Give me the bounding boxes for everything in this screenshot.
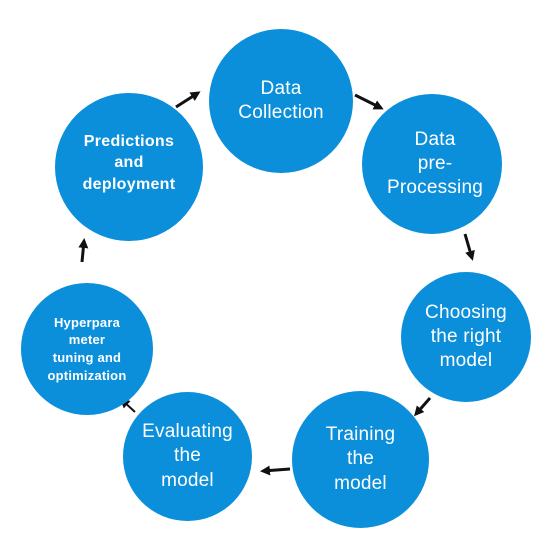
node-data-preprocessing: Data pre- Processing xyxy=(362,94,502,234)
arrow-hyperparameter-to-predictions xyxy=(78,238,89,263)
node-label-hyperparameter-tuning: Hyperpara meter tuning and optimization xyxy=(47,314,127,383)
node-label-training-model: Training the model xyxy=(325,424,396,494)
node-label-data-preprocessing: Data pre- Processing xyxy=(387,128,483,199)
arrow-collection-to-preprocessing xyxy=(354,93,384,110)
node-choosing-model: Choosing the right model xyxy=(401,272,531,402)
node-label-evaluating-model: Evaluating the model xyxy=(142,421,233,491)
arrow-preprocessing-to-choosing xyxy=(463,233,475,261)
node-hyperparameter-tuning: Hyperpara meter tuning and optimization xyxy=(21,283,153,415)
node-label-predictions-deployment: Predictions and deployment xyxy=(82,133,176,193)
node-label-data-collection: Data Collection xyxy=(238,77,324,123)
arrow-predictions-to-collection xyxy=(175,91,201,109)
node-training-model: Training the model xyxy=(292,391,429,528)
arrow-choosing-to-training xyxy=(414,397,432,417)
node-label-choosing-model: Choosing the right model xyxy=(425,301,507,372)
arrow-training-to-evaluating xyxy=(260,465,291,476)
node-evaluating-model: Evaluating the model xyxy=(123,392,252,521)
node-data-collection: Data Collection xyxy=(209,29,353,173)
node-predictions-deployment: Predictions and deployment xyxy=(55,93,203,241)
